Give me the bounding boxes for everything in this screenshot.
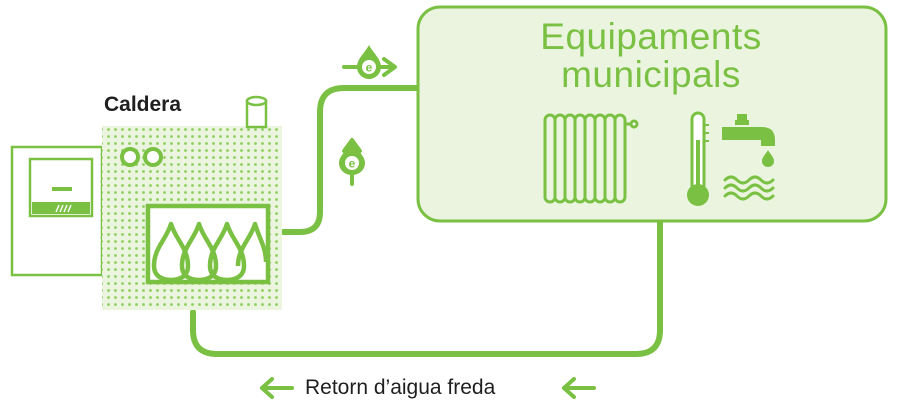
- return-pipe: [190, 219, 663, 357]
- energy-badge-side: e: [349, 157, 356, 171]
- destination-title: Equipaments municipals: [420, 18, 882, 94]
- radiator-icon: [543, 113, 639, 204]
- left-arrow-icon: [260, 377, 294, 399]
- tap-icon: [722, 114, 775, 167]
- chimney: [245, 95, 268, 129]
- supply-pipe: [280, 85, 421, 235]
- control-unit-grille: [55, 204, 72, 213]
- energy-badge-top: e: [366, 61, 373, 75]
- gauge-right-icon: [143, 147, 163, 167]
- energy-arrow-icon: e: [339, 138, 365, 186]
- return-flow-label: Retorn d’aigua freda: [305, 376, 496, 399]
- thermometer-icon: [687, 111, 709, 206]
- destination-title-line2: municipals: [561, 54, 741, 95]
- destination-title-line1: Equipaments: [540, 16, 762, 57]
- control-unit-slot: [52, 187, 72, 191]
- left-arrow-icon: [562, 377, 596, 399]
- control-unit: [28, 157, 94, 218]
- municipal-facilities-panel: [416, 5, 888, 223]
- flames-icon: [151, 221, 269, 283]
- gauge-left-icon: [120, 147, 140, 167]
- boiler-label: Caldera: [104, 93, 182, 116]
- energy-arrow-icon: e: [342, 45, 397, 79]
- water-waves-icon: [723, 175, 775, 201]
